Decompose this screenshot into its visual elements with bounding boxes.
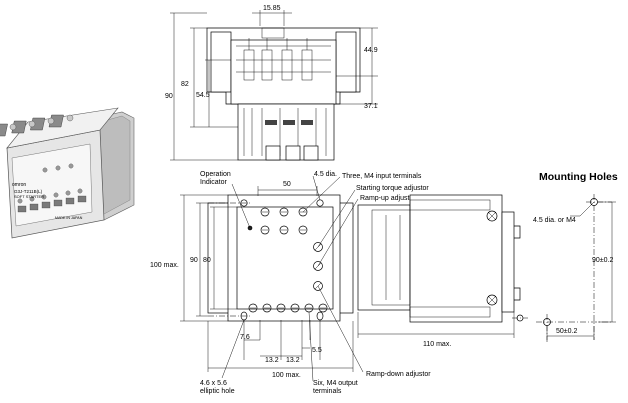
dim-depth: 110 max. (423, 341, 451, 348)
top-view: 15.85 90 82 54.5 44.9 37.1 (165, 5, 378, 161)
dim-body-height: 82 (181, 81, 189, 88)
dim-terminal-small: 5.5 (312, 347, 322, 354)
dim-terminal-pitch-1: 7.6 (240, 334, 250, 341)
dim-mount-horizontal: 50±0.2 (556, 328, 577, 335)
dim-left-outer: 100 max. (150, 262, 179, 269)
dim-overall-height: 90 (165, 93, 173, 100)
side-view: 110 max. (357, 194, 528, 348)
callout-mounting-dia: 4.5 dia. (314, 171, 337, 178)
dim-lower-right: 37.1 (364, 103, 378, 110)
callout-ramp-up: Ramp-up adjustor (360, 195, 416, 202)
photo-made-in: MADE IN JAPAN (55, 216, 83, 220)
hole-label: 4.5 dia. or M4 (533, 217, 576, 224)
mounting-holes: Mounting Holes 4.5 dia. or M4 90±0.2 50±… (533, 171, 618, 342)
dim-terminal-pitch-3: 13.2 (286, 357, 300, 364)
callout-input-terminals: Three, M4 input terminals (342, 173, 422, 180)
photo-description: SOFT STARTER (14, 194, 44, 199)
dim-terminal-pitch-2: 13.2 (265, 357, 279, 364)
dim-bottom-width: 100 max. (272, 372, 301, 379)
callout-starting-torque: Starting torque adjustor (356, 185, 429, 192)
mounting-holes-title: Mounting Holes (539, 171, 618, 183)
dim-front-top-width: 50 (283, 181, 291, 188)
dim-left-inner: 90 (190, 257, 198, 264)
dim-left-body: 80 (203, 257, 211, 264)
dim-top-width: 15.85 (263, 5, 281, 12)
dim-mid-height: 54.5 (196, 92, 210, 99)
photo-model: G3J-T211B(L) (14, 189, 43, 194)
dim-mount-vertical: 90±0.2 (592, 257, 613, 264)
product-photo: omron G3J-T211B(L) SOFT STARTER MADE IN … (0, 107, 135, 239)
photo-brand: omron (12, 182, 26, 188)
front-view: 100 max. 90 80 50 7.6 13.2 13.2 5.5 100 … (150, 171, 431, 395)
dim-upper-right: 44.9 (364, 47, 378, 54)
callout-ramp-down: Ramp-down adjustor (366, 371, 431, 378)
